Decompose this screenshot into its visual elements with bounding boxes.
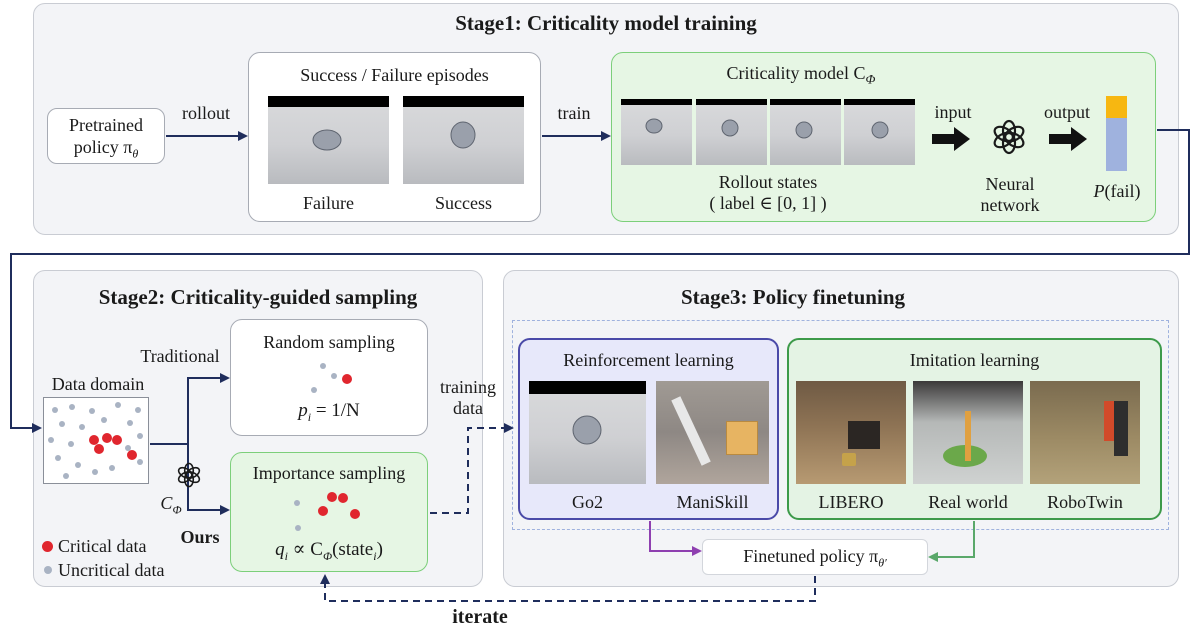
pfail-bar-orange	[1106, 96, 1127, 118]
iterate-label: iterate	[452, 606, 508, 628]
random-sampling-formula: pi = 1/N	[298, 400, 360, 424]
cphi-label: CΦ	[160, 493, 182, 517]
input-arrow	[932, 127, 970, 151]
label-range: ( label ∈ [0, 1] )	[709, 193, 827, 213]
training-data-arrow	[430, 423, 514, 514]
data-domain-label: Data domain	[51, 374, 145, 394]
data-domain-scatter	[48, 402, 143, 479]
pretrained-policy-label: Pretrained policy πθ	[69, 115, 143, 161]
stage-connector-arrow	[10, 129, 1190, 433]
traditional-arrow	[150, 373, 230, 445]
libero-label: LIBERO	[818, 492, 884, 512]
random-sampling-box	[230, 319, 428, 436]
ours-label: Ours	[180, 527, 220, 547]
random-sampling-dots	[311, 363, 352, 393]
failure-label: Failure	[303, 193, 354, 213]
finetuned-policy-label: Finetuned policy πθ′	[743, 546, 887, 570]
robotwin-thumbnail	[1030, 381, 1140, 484]
robot-silhouettes	[312, 118, 889, 445]
success-thumbnail	[403, 96, 524, 184]
il-title: Imitation learning	[909, 350, 1040, 370]
uncritical-legend-dot	[44, 566, 52, 574]
libero-thumbnail	[796, 381, 906, 484]
stage3-title: Stage3: Policy finetuning	[681, 285, 905, 309]
episodes-title: Success / Failure episodes	[300, 65, 489, 85]
output-label: output	[1043, 102, 1090, 122]
stage1-title: Stage1: Criticality model training	[455, 11, 757, 35]
neural-network-label: Neural network	[980, 174, 1040, 215]
pretrained-policy-box	[47, 108, 165, 164]
maniskill-thumbnail	[656, 381, 769, 484]
training-data-label: training data	[440, 377, 496, 418]
output-arrow	[1049, 127, 1087, 151]
success-label: Success	[435, 193, 492, 213]
critical-legend-dot	[42, 541, 53, 552]
maniskill-label: ManiSkill	[676, 492, 749, 512]
rollout-label: rollout	[182, 103, 230, 123]
ours-arrow	[150, 443, 230, 515]
il-to-finetuned-arrow	[928, 521, 975, 562]
pfail-bar-blue	[1106, 118, 1127, 171]
robotwin-label: RoboTwin	[1047, 492, 1123, 512]
rl-to-finetuned-arrow	[649, 521, 702, 556]
uncritical-legend-label: Uncritical data	[58, 560, 165, 580]
importance-sampling-box	[230, 452, 428, 572]
importance-sampling-title: Importance sampling	[252, 463, 406, 483]
train-label: train	[557, 103, 591, 123]
importance-sampling-formula: qi ∝ CΦ(statei)	[275, 539, 383, 563]
rl-title: Reinforcement learning	[563, 350, 734, 370]
traditional-label: Traditional	[140, 346, 220, 366]
go2-thumbnail	[529, 381, 646, 484]
critical-legend-label: Critical data	[58, 536, 147, 556]
stage2-title: Stage2: Criticality-guided sampling	[98, 285, 418, 309]
random-sampling-title: Random sampling	[263, 332, 395, 352]
pfail-label: P(fail)	[1093, 181, 1141, 201]
input-label: input	[934, 102, 972, 122]
go2-label: Go2	[572, 492, 603, 512]
realworld-label: Real world	[928, 492, 1008, 512]
neural-network-icon	[991, 119, 1027, 155]
iterate-arrow	[320, 574, 816, 602]
rollout-states-label: Rollout states	[718, 172, 818, 192]
importance-sampling-dots	[294, 492, 360, 531]
realworld-thumbnail	[913, 381, 1023, 484]
finetuned-policy-box	[702, 539, 928, 575]
criticality-model-title: Criticality model CΦ	[726, 63, 876, 87]
